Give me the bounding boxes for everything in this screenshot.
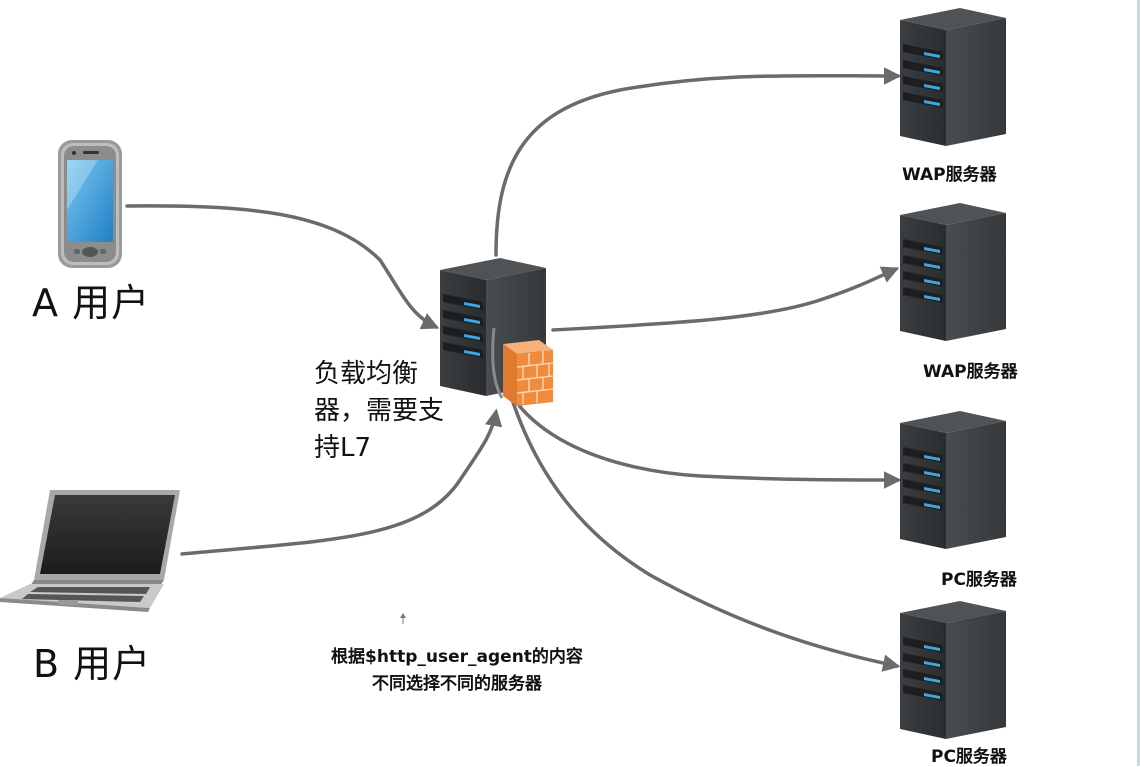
- user-b-label: B 用户: [33, 642, 152, 686]
- routing-note-line-1: 根据$http_user_agent的内容: [331, 647, 583, 667]
- pc-server-2-label: PC服务器: [931, 747, 1007, 767]
- load-balancer-label: 负载均衡器，需要支持L7: [314, 359, 445, 463]
- wap-server-1-label: WAP服务器: [902, 165, 997, 185]
- note-marker-icon: [400, 613, 406, 624]
- laptop-icon: [0, 490, 180, 612]
- arrow-lb-to-pc-1: [492, 336, 902, 489]
- routing-note: 根据$http_user_agent的内容 不同选择不同的服务器: [322, 644, 592, 698]
- phone-icon: [58, 140, 122, 268]
- pc-server-2-icon: [900, 601, 1006, 739]
- routing-note-line-2: 不同选择不同的服务器: [372, 674, 542, 694]
- pc-server-1-icon: [900, 411, 1006, 549]
- right-edge-divider: [1137, 0, 1140, 766]
- wap-server-2-label: WAP服务器: [923, 362, 1018, 382]
- pc-server-1-label: PC服务器: [941, 570, 1017, 590]
- arrow-lb-to-wap-1: [494, 67, 902, 257]
- firewall-icon: [503, 340, 554, 406]
- user-a-label: A 用户: [32, 281, 151, 325]
- wap-server-2-icon: [900, 203, 1006, 341]
- arrow-user-b-to-lb: [180, 408, 503, 556]
- arrow-lb-to-pc-2: [492, 328, 901, 672]
- wap-server-1-icon: [900, 8, 1006, 146]
- load-balancer-server-icon: [440, 258, 546, 399]
- arrow-lb-to-wap-2: [551, 266, 900, 332]
- arrow-user-a-to-lb: [125, 204, 440, 330]
